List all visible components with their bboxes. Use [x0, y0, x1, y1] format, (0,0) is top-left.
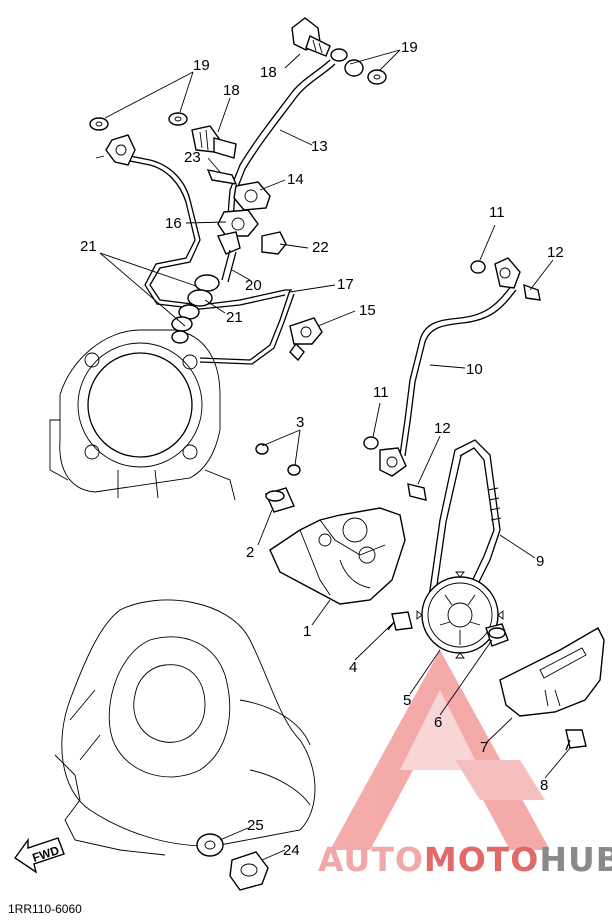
o-ring-11-bottom [363, 436, 379, 450]
bolt-4 [387, 611, 413, 631]
callout-13: 13 [311, 138, 328, 155]
clamp-23 [206, 169, 238, 185]
callout-14: 14 [287, 171, 304, 188]
drawing-code: 1RR110-6060 [8, 902, 82, 916]
callout-7: 7 [480, 739, 488, 756]
oil-pipe-10 [399, 284, 517, 457]
watermark-text: AUTOMOTOHUB [318, 840, 612, 879]
callout-24: 24 [283, 842, 300, 859]
callout-19: 19 [193, 57, 210, 74]
callout-6: 6 [434, 714, 442, 731]
banjo-fitting-15 [289, 317, 323, 362]
callout-labels: 19 18 19 18 13 23 14 16 22 21 20 17 21 1… [80, 39, 564, 859]
union-bolt-18-top [291, 17, 331, 57]
callout-22: 22 [312, 239, 329, 256]
callout-9: 9 [536, 553, 544, 570]
oil-pipe-13 [227, 59, 336, 245]
callout-19: 19 [401, 39, 418, 56]
callout-11: 11 [373, 384, 389, 401]
callout-25: 25 [247, 817, 264, 834]
crankcase-outline [54, 599, 316, 856]
plug-bolt-24 [229, 851, 269, 891]
callout-8: 8 [540, 777, 548, 794]
callout-20: 20 [245, 277, 262, 294]
fitting-12-top [494, 257, 541, 301]
banjo-fitting-left [95, 134, 136, 166]
leader-lines [99, 49, 571, 861]
callout-12: 12 [547, 244, 564, 261]
bolt-6 [485, 623, 509, 647]
fwd-arrow-icon: FWD [14, 837, 65, 874]
callout-18: 18 [223, 82, 240, 99]
callout-4: 4 [349, 659, 357, 676]
o-ring-11-top [470, 260, 486, 274]
callout-12: 12 [434, 420, 451, 437]
callout-15: 15 [359, 302, 376, 319]
sprocket-5 [416, 571, 504, 659]
washer-19-top [330, 48, 387, 85]
oil-pump-1 [269, 507, 406, 605]
watermark-part-hub: HUB [539, 840, 612, 879]
washer-22 [261, 231, 287, 255]
callout-23: 23 [184, 149, 201, 166]
washer-25 [196, 833, 224, 857]
fitting-12-bottom [379, 447, 427, 501]
callout-10: 10 [466, 361, 483, 378]
washer-19-left [89, 112, 188, 131]
callout-3: 3 [296, 414, 304, 431]
watermark-part-moto: MOTO [424, 840, 539, 879]
callout-11: 11 [489, 204, 505, 221]
callout-18: 18 [260, 64, 277, 81]
watermark-logo-icon [330, 650, 550, 850]
oil-pipe-17 [124, 154, 295, 365]
clamp-14 [233, 181, 271, 211]
cover-plate-7 [499, 627, 605, 717]
o-rings-3 [255, 443, 301, 476]
watermark-part-auto: AUTO [318, 840, 424, 879]
union-bolt-18-mid [191, 125, 237, 159]
callout-21: 21 [226, 309, 243, 326]
callout-17: 17 [337, 276, 354, 293]
callout-2: 2 [246, 544, 254, 561]
cylinder-head-outline [49, 329, 236, 501]
union-bolt-20 [217, 231, 241, 283]
callout-16: 16 [165, 215, 182, 232]
washers-21 [171, 274, 220, 344]
dowel-pin-2 [265, 487, 295, 513]
callout-5: 5 [403, 692, 411, 709]
callout-1: 1 [303, 623, 311, 640]
bolt-8 [565, 729, 587, 751]
union-bolt-16 [217, 209, 259, 237]
callout-21: 21 [80, 238, 97, 255]
